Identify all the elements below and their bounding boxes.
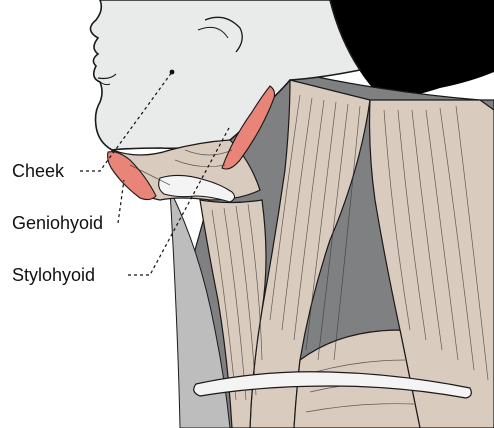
cheek-label: Cheek <box>12 161 64 182</box>
geniohyoid-leader <box>118 180 124 223</box>
stylohyoid-label: Stylohyoid <box>12 265 95 286</box>
hair-shape <box>330 0 494 98</box>
geniohyoid-label: Geniohyoid <box>12 213 103 234</box>
